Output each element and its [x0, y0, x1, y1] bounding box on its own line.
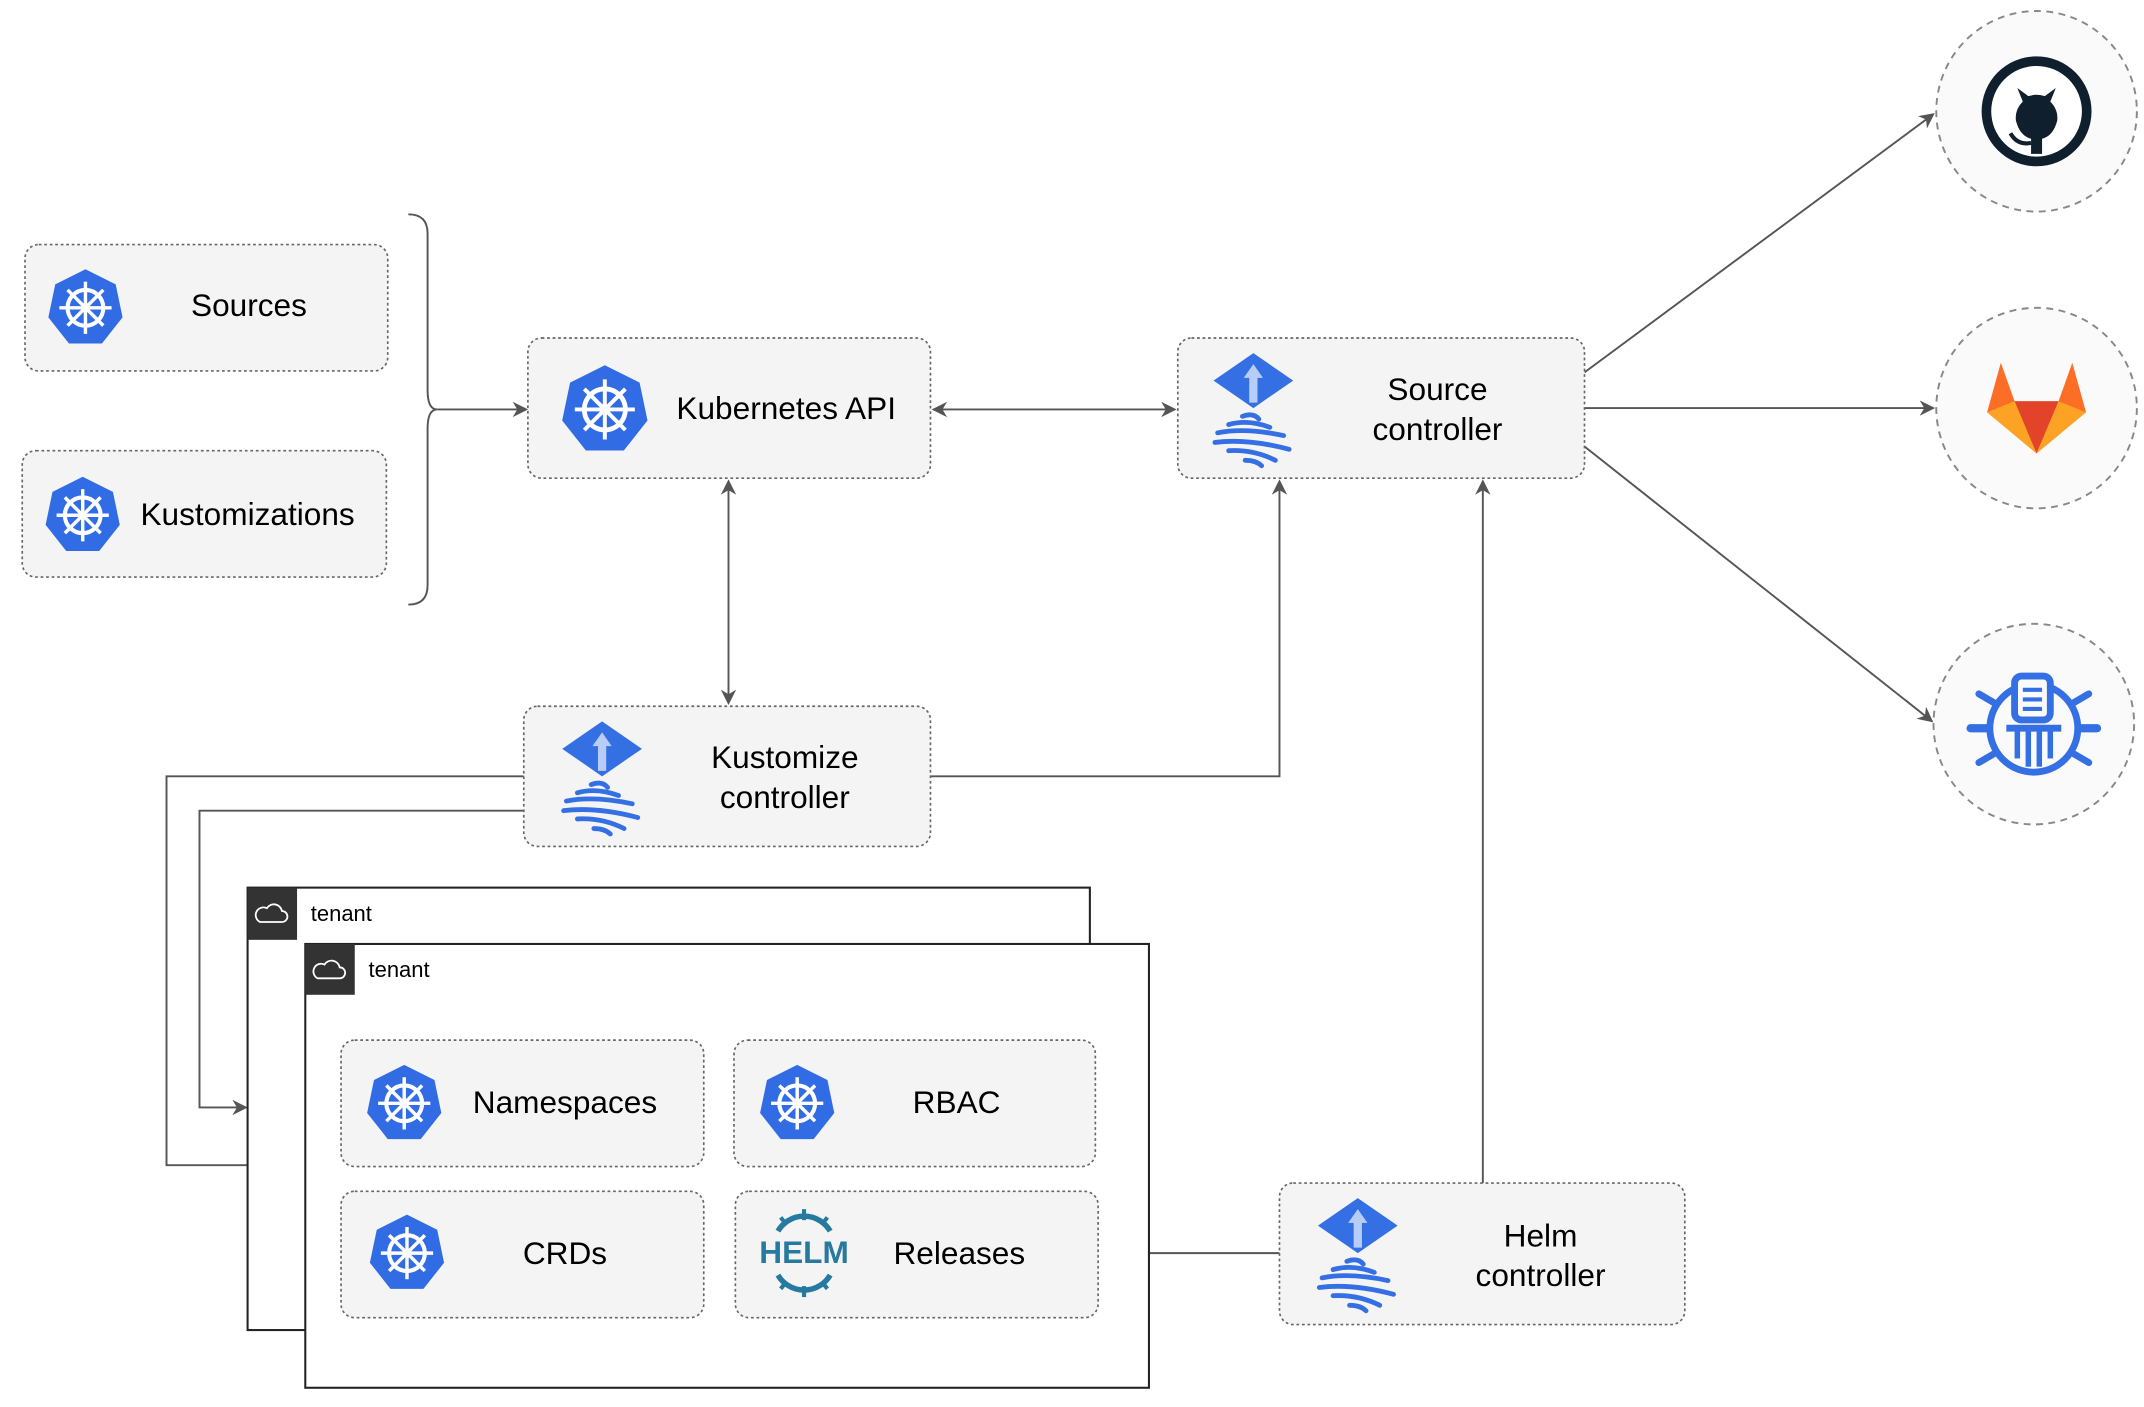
gitlab-icon — [1987, 362, 2087, 454]
node-releases[interactable]: HELM Releases — [734, 1190, 1099, 1319]
node-kustomizations[interactable]: Kustomizations — [21, 449, 388, 578]
node-rbac[interactable]: RBAC — [733, 1039, 1097, 1168]
node-label: controller — [720, 779, 850, 815]
edge-kustomize-tenant-back — [198, 809, 524, 1116]
cloud-icon — [312, 959, 346, 980]
node-label: CRDs — [523, 1235, 607, 1271]
edge-kustomize-tenant-front — [165, 775, 524, 1173]
node-label: Kustomizations — [140, 496, 354, 532]
external-bucket[interactable] — [1932, 622, 2136, 826]
edge-source-bucket — [1583, 445, 1934, 723]
group-brace — [408, 213, 438, 606]
node-label: controller — [1476, 1257, 1606, 1293]
node-label: RBAC — [913, 1084, 1001, 1120]
node-label: Namespaces — [473, 1084, 657, 1120]
github-icon — [1981, 56, 2092, 167]
node-label: controller — [1373, 411, 1503, 447]
node-label: Releases — [893, 1235, 1025, 1271]
node-namespaces[interactable]: Namespaces — [340, 1039, 705, 1168]
node-source-controller[interactable]: Source controller — [1176, 337, 1586, 479]
edge-kustomize-source — [930, 479, 1288, 778]
cloud-icon — [254, 903, 289, 923]
node-label: Source — [1387, 371, 1487, 407]
node-label: Kustomize — [711, 739, 858, 775]
node-kustomize-controller[interactable]: Kustomize controller — [522, 705, 932, 848]
node-label: Kubernetes API — [676, 390, 896, 426]
node-crds[interactable]: CRDs — [340, 1190, 705, 1319]
node-label: Helm — [1504, 1217, 1578, 1253]
svg-text:HELM: HELM — [759, 1234, 849, 1270]
edge-source-github — [1583, 113, 1935, 374]
external-gitlab[interactable] — [1935, 306, 2138, 510]
bucket-icon — [1966, 672, 2102, 776]
node-helm-controller[interactable]: Helm controller — [1278, 1182, 1686, 1326]
external-github[interactable] — [1935, 10, 2138, 213]
node-label: Sources — [191, 287, 307, 323]
helm-icon: HELM — [759, 1209, 849, 1298]
node-sources[interactable]: Sources — [24, 243, 389, 372]
tenant-label: tenant — [369, 957, 430, 982]
node-kubernetes-api[interactable]: Kubernetes API — [527, 337, 932, 479]
tenant-label: tenant — [311, 901, 372, 926]
